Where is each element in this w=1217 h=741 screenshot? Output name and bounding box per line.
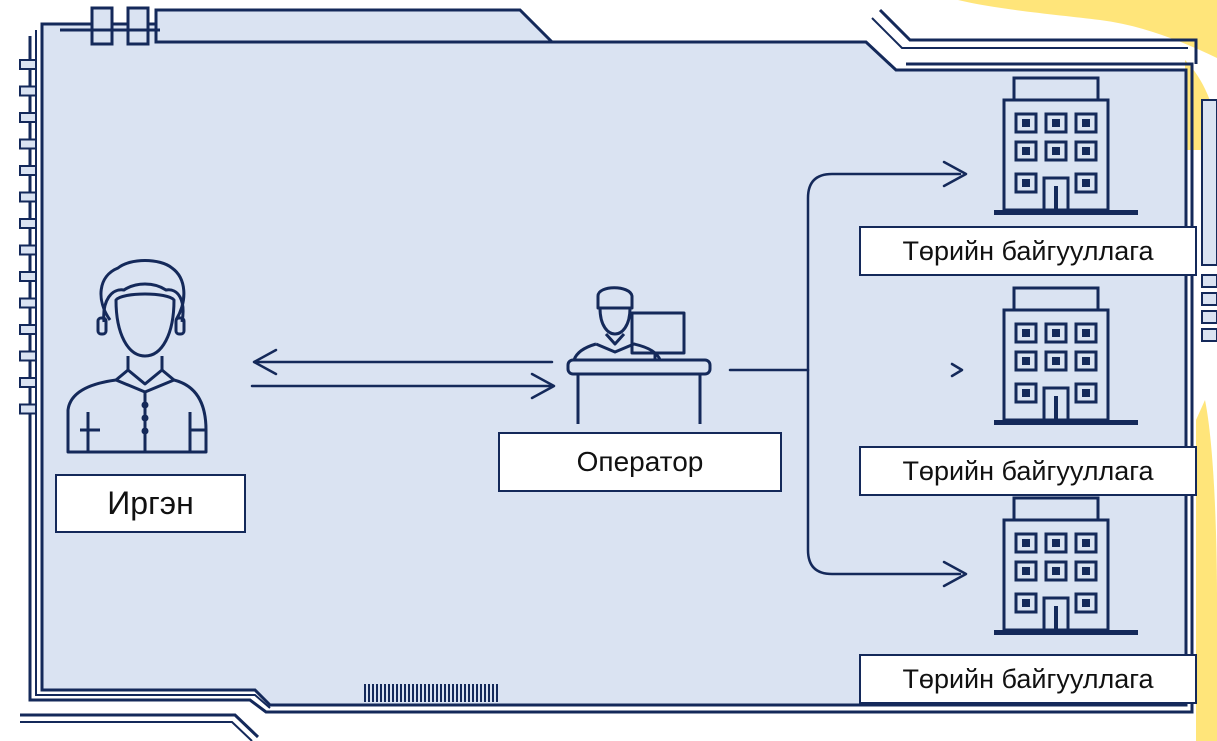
- government-label-1: Төрийн байгууллага: [859, 226, 1197, 276]
- person-icon: [66, 259, 208, 454]
- government-label-3: Төрийн байгууллага: [859, 654, 1197, 704]
- connectors: [250, 160, 968, 588]
- edge-operator-to-government-0: [728, 160, 968, 372]
- citizen-label: Иргэн: [55, 474, 246, 533]
- panel-frame: [19, 6, 1217, 741]
- operator-desk-icon: [566, 286, 712, 424]
- operator-label: Оператор: [498, 432, 782, 492]
- edge-operator-to-government-1: [950, 362, 964, 378]
- edge-citizen-to-operator: [250, 372, 556, 400]
- edge-operator-to-government-2: [806, 368, 968, 588]
- government-label-2: Төрийн байгууллага: [859, 446, 1197, 496]
- edge-operator-to-citizen: [252, 348, 554, 376]
